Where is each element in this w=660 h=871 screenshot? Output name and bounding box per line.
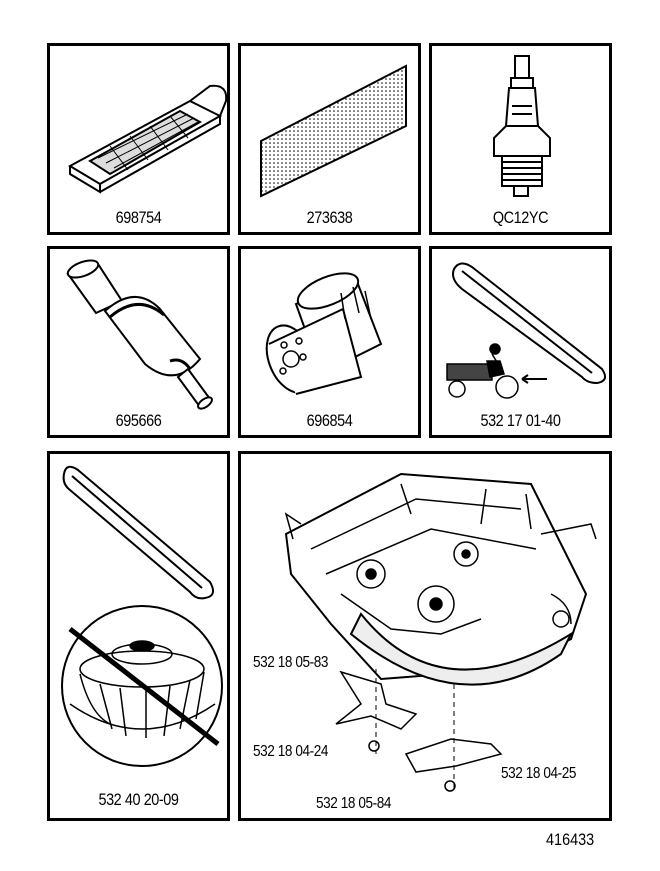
part-number-oil-filter: 696854 xyxy=(306,411,353,430)
part-number-spark-plug: QC12YC xyxy=(492,208,549,227)
part-number-drive-belt: 532 17 01-40 xyxy=(480,411,561,430)
drive-belt-illustration xyxy=(446,262,607,399)
document-number: 416433 xyxy=(546,830,595,849)
part-number-fuel-filter: 695666 xyxy=(115,411,162,430)
panel-oil-filter: 696854 xyxy=(238,246,421,438)
spark-plug-illustration xyxy=(493,55,551,197)
label-blade-adapter: 532 18 05-83 xyxy=(253,654,329,672)
mower-deck-illustration xyxy=(284,472,597,792)
part-number-pre-filter: 273638 xyxy=(306,208,353,227)
air-filter-illustration xyxy=(67,84,227,194)
panel-pre-filter: 273638 xyxy=(238,43,421,235)
part-number-air-filter: 698754 xyxy=(115,208,162,227)
panel-mower-deck: 532 18 05-83 532 18 04-24 532 18 04-25 5… xyxy=(238,451,612,821)
label-blade-adapter-lower: 532 18 05-84 xyxy=(316,795,392,813)
panel-air-filter: 698754 xyxy=(47,43,230,235)
panel-deck-belt: 532 40 20-09 xyxy=(47,451,230,821)
panel-fuel-filter: 695666 xyxy=(47,246,230,438)
panel-drive-belt: 532 17 01-40 xyxy=(429,246,612,438)
label-blade-right: 532 18 04-25 xyxy=(501,765,577,783)
fuel-filter-illustration xyxy=(66,259,213,410)
label-blade-left: 532 18 04-24 xyxy=(253,743,329,761)
tractor-icon xyxy=(446,343,547,399)
oil-filter-illustration xyxy=(265,272,383,395)
part-number-deck-belt: 532 40 20-09 xyxy=(98,790,179,809)
panel-spark-plug: QC12YC xyxy=(429,43,612,235)
deck-belt-illustration xyxy=(61,465,223,767)
pre-filter-illustration xyxy=(260,64,407,198)
